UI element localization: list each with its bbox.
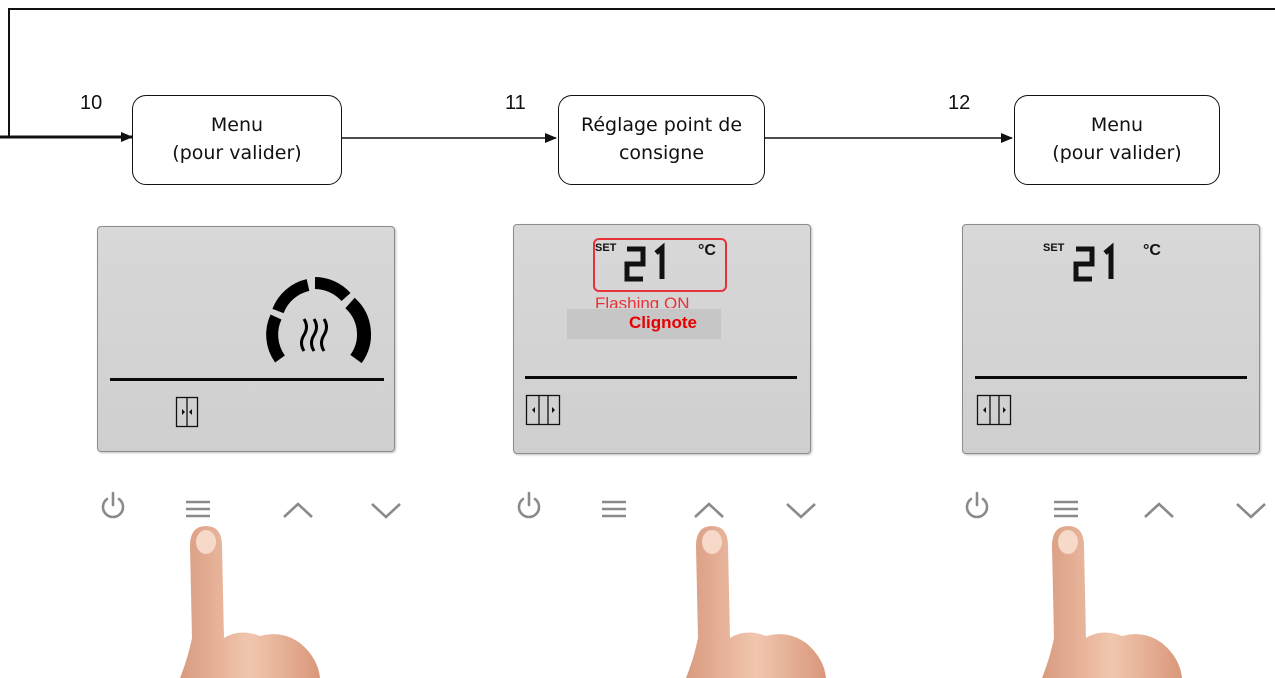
unit-label-3: °C: [1143, 242, 1161, 259]
loop-back-line: [8, 8, 1275, 137]
step-box-12: Menu (pour valider): [1014, 95, 1220, 185]
up-icon[interactable]: [692, 500, 726, 520]
down-icon[interactable]: [369, 500, 403, 520]
menu-icon[interactable]: [600, 499, 628, 519]
clignote-label: Clignote: [629, 313, 697, 332]
down-icon[interactable]: [784, 500, 818, 520]
door-icon: [175, 396, 199, 428]
flashing-on-text: Flashing ON: [595, 294, 690, 308]
step-label-11: Réglage point de consigne: [580, 114, 743, 164]
power-icon[interactable]: [514, 491, 544, 521]
set-label: SET: [595, 242, 617, 254]
up-icon[interactable]: [1142, 500, 1176, 520]
step-number-12: 12: [948, 92, 971, 114]
lcd-screen-3: SET 21 °C: [962, 224, 1260, 454]
temperature-digits-2: [624, 242, 665, 282]
power-icon[interactable]: [962, 491, 992, 521]
menu-icon[interactable]: [1052, 499, 1080, 519]
step-box-10: Menu (pour valider): [132, 95, 342, 185]
flashing-highlight-frame: [593, 238, 727, 292]
door-icon-2: [525, 394, 561, 426]
temperature-digits-3: [1073, 242, 1114, 282]
down-icon[interactable]: [1234, 500, 1268, 520]
step-box-11: Réglage point de consigne: [558, 95, 765, 185]
power-icon[interactable]: [98, 491, 128, 521]
pressing-finger-icon: [686, 526, 826, 678]
pressing-finger-icon: [180, 526, 320, 678]
clignote-band: [567, 309, 721, 339]
lcd-screen-1: [97, 226, 395, 452]
set-label-3: SET: [1043, 242, 1065, 254]
menu-icon[interactable]: [184, 499, 212, 519]
step-number-11: 11: [505, 92, 526, 114]
door-icon-3: [976, 394, 1012, 426]
unit-label-2: °C: [698, 242, 716, 259]
step-label-12: Menu (pour valider): [1052, 114, 1182, 164]
pressing-finger-icon: [1042, 526, 1182, 678]
heating-dial-icon: [266, 277, 372, 364]
lcd-screen-2: SET 21 °C Flashing ON Clignote: [513, 224, 811, 454]
step-number-10: 10: [80, 92, 103, 114]
up-icon[interactable]: [281, 500, 315, 520]
step-label-10: Menu (pour valider): [172, 114, 302, 164]
